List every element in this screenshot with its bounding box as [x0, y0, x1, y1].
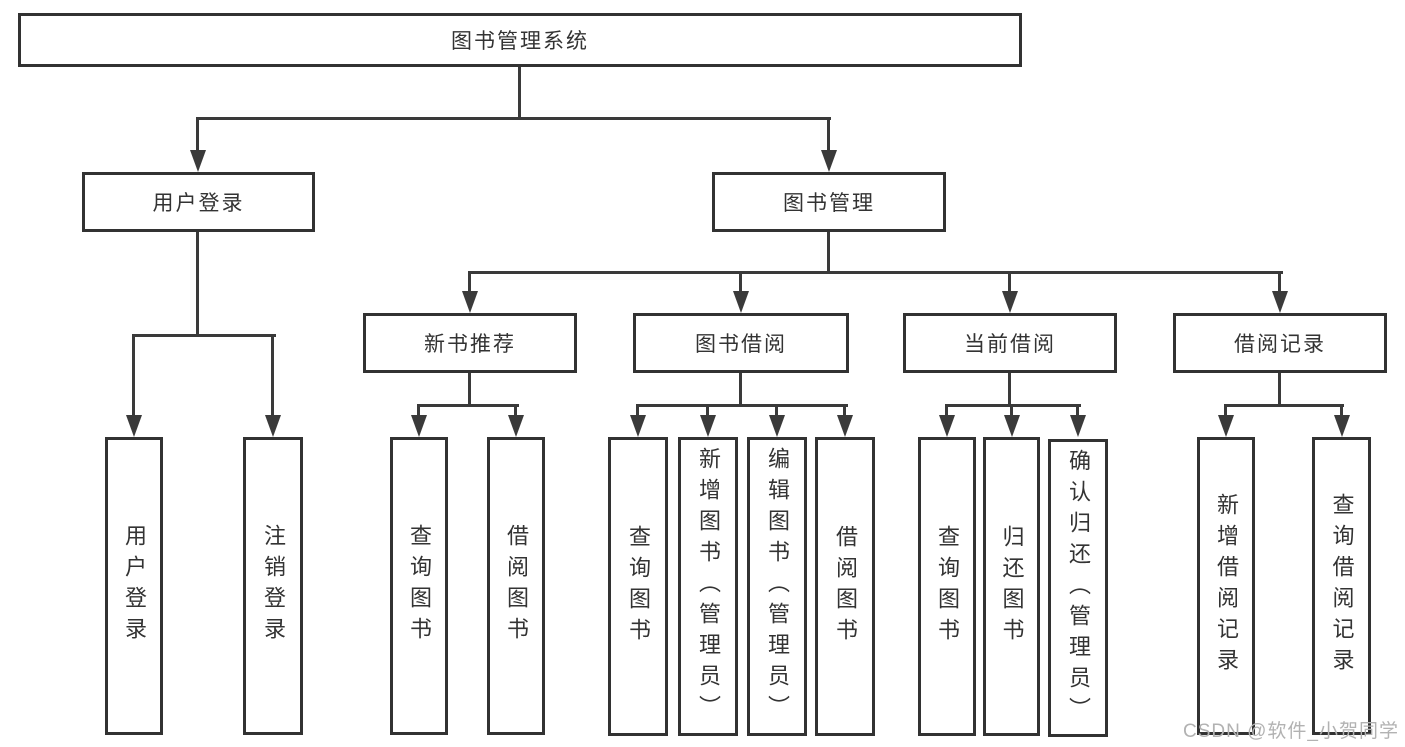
node-user-login-label: 用户登录	[152, 192, 245, 215]
arrowhead-new-book-icon	[462, 291, 478, 313]
node-bb-query-label: 查询图书	[626, 524, 651, 649]
drop-bb-edit-line	[775, 404, 778, 417]
bar-user-login-children-line	[133, 334, 276, 337]
arrowhead-bb-query-icon	[630, 415, 646, 437]
node-cb-confirm: 确认归还（管理员）	[1048, 439, 1108, 737]
node-ul-login-label: 用户登录	[122, 524, 147, 648]
arrowhead-current-borrow-icon	[1002, 291, 1018, 313]
drop-br-add-line	[1224, 404, 1227, 417]
arrowhead-cb-confirm-icon	[1070, 415, 1086, 437]
node-root: 图书管理系统	[18, 13, 1022, 67]
drop-book-borrow-line	[739, 271, 742, 293]
arrowhead-bb-add-icon	[700, 415, 716, 437]
bar-book-borrow-children-line	[637, 404, 848, 407]
node-book-mgmt-label: 图书管理	[783, 192, 875, 215]
node-br-add: 新增借阅记录	[1197, 437, 1255, 735]
watermark: CSDN @软件_小贺同学	[1183, 721, 1399, 742]
arrowhead-book-borrow-icon	[733, 291, 749, 313]
node-new-book: 新书推荐	[363, 313, 577, 373]
drop-bb-borrow-line	[843, 404, 846, 417]
arrowhead-borrow-record-icon	[1272, 291, 1288, 313]
arrowhead-nb-query-icon	[411, 415, 427, 437]
stem-book-borrow-line	[739, 373, 742, 406]
node-bb-add-label: 新增图书（管理员）	[696, 447, 721, 726]
drop-new-book-line	[468, 271, 471, 293]
bar-root-children-line	[197, 117, 831, 120]
drop-cb-return-line	[1010, 404, 1013, 417]
node-bb-add: 新增图书（管理员）	[678, 437, 738, 736]
node-bb-edit-label: 编辑图书（管理员）	[765, 447, 790, 726]
drop-bb-query-line	[636, 404, 639, 417]
node-new-book-label: 新书推荐	[424, 333, 516, 356]
node-cb-query: 查询图书	[918, 437, 976, 736]
drop-book-mgmt-line	[827, 117, 830, 152]
node-root-label: 图书管理系统	[451, 30, 589, 53]
bar-current-borrow-children-line	[946, 404, 1081, 407]
arrowhead-ul-login-icon	[126, 415, 142, 437]
stem-user-login-line	[196, 232, 199, 336]
arrowhead-cb-return-icon	[1004, 415, 1020, 437]
node-cb-return: 归还图书	[983, 437, 1040, 736]
node-nb-borrow-label: 借阅图书	[504, 524, 529, 648]
node-borrow-record-label: 借阅记录	[1234, 333, 1326, 356]
node-current-borrow: 当前借阅	[903, 313, 1117, 373]
stem-root-line	[518, 67, 521, 118]
stem-borrow-record-line	[1278, 373, 1281, 406]
arrowhead-br-add-icon	[1218, 415, 1234, 437]
drop-current-borrow-line	[1008, 271, 1011, 293]
node-bb-edit: 编辑图书（管理员）	[747, 437, 807, 736]
arrowhead-cb-query-icon	[939, 415, 955, 437]
arrowhead-user-login-icon	[190, 150, 206, 172]
node-book-mgmt: 图书管理	[712, 172, 946, 232]
drop-nb-query-line	[417, 404, 420, 417]
node-current-borrow-label: 当前借阅	[964, 333, 1056, 356]
drop-br-query-line	[1340, 404, 1343, 417]
node-bb-borrow-label: 借阅图书	[833, 524, 858, 649]
stem-current-borrow-line	[1008, 373, 1011, 406]
drop-cb-confirm-line	[1076, 404, 1079, 417]
node-ul-logout: 注销登录	[243, 437, 303, 735]
bar-borrow-record-children-line	[1225, 404, 1344, 407]
node-bb-borrow: 借阅图书	[815, 437, 875, 736]
node-nb-borrow: 借阅图书	[487, 437, 545, 735]
drop-user-login-line	[196, 117, 199, 152]
arrowhead-br-query-icon	[1334, 415, 1350, 437]
drop-cb-query-line	[945, 404, 948, 417]
drop-ul-logout-line	[271, 334, 274, 417]
drop-ul-login-line	[132, 334, 135, 417]
arrowhead-bb-edit-icon	[769, 415, 785, 437]
arrowhead-book-mgmt-icon	[821, 150, 837, 172]
node-br-add-label: 新增借阅记录	[1214, 493, 1239, 679]
node-bb-query: 查询图书	[608, 437, 668, 736]
stem-new-book-line	[468, 373, 471, 406]
node-cb-confirm-label: 确认归还（管理员）	[1066, 448, 1091, 728]
arrowhead-bb-borrow-icon	[837, 415, 853, 437]
arrowhead-nb-borrow-icon	[508, 415, 524, 437]
node-cb-query-label: 查询图书	[935, 524, 960, 649]
bar-new-book-children-line	[418, 404, 519, 407]
node-book-borrow: 图书借阅	[633, 313, 849, 373]
node-br-query-label: 查询借阅记录	[1329, 493, 1355, 679]
arrowhead-ul-logout-icon	[265, 415, 281, 437]
bar-book-mgmt-children-line	[469, 271, 1283, 274]
drop-bb-add-line	[706, 404, 709, 417]
node-ul-logout-label: 注销登录	[261, 524, 286, 648]
node-ul-login: 用户登录	[105, 437, 163, 735]
drop-nb-borrow-line	[514, 404, 517, 417]
node-book-borrow-label: 图书借阅	[695, 333, 787, 356]
stem-book-mgmt-line	[827, 232, 830, 273]
node-nb-query-label: 查询图书	[407, 524, 432, 648]
node-cb-return-label: 归还图书	[999, 524, 1025, 649]
node-user-login: 用户登录	[82, 172, 315, 232]
node-br-query: 查询借阅记录	[1312, 437, 1371, 735]
drop-borrow-record-line	[1278, 271, 1281, 293]
node-borrow-record: 借阅记录	[1173, 313, 1387, 373]
node-nb-query: 查询图书	[390, 437, 448, 735]
